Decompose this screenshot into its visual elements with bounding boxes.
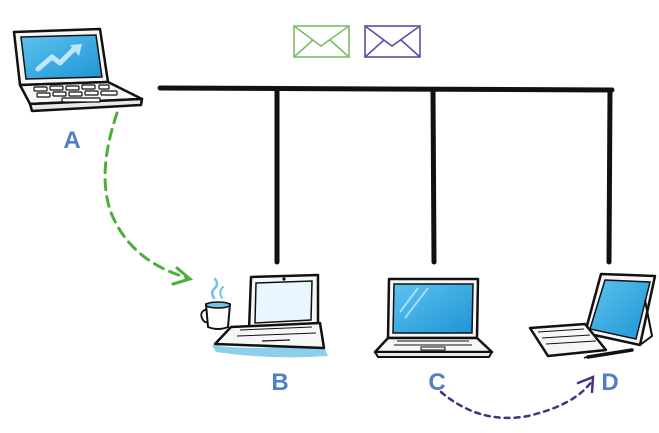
node-label-b: B [271, 369, 288, 396]
node-label-d: D [601, 369, 618, 396]
bus-drop-c [430, 87, 437, 265]
laptop-icon [373, 277, 494, 358]
envelope-icon-green [293, 25, 350, 58]
bus-main-line [157, 85, 615, 93]
laptop-chart-icon [12, 27, 144, 113]
envelope-icon-purple [364, 25, 421, 58]
transfer-arrow-a-to-b [103, 111, 194, 286]
laptop-coffee-icon [200, 273, 328, 358]
node-label-c: C [428, 369, 445, 396]
network-bus [157, 85, 615, 265]
tablet-keyboard-icon [528, 272, 657, 359]
transfer-arrow-c-to-d [439, 375, 595, 420]
node-label-a: A [63, 127, 80, 154]
bus-drop-d [606, 87, 613, 265]
